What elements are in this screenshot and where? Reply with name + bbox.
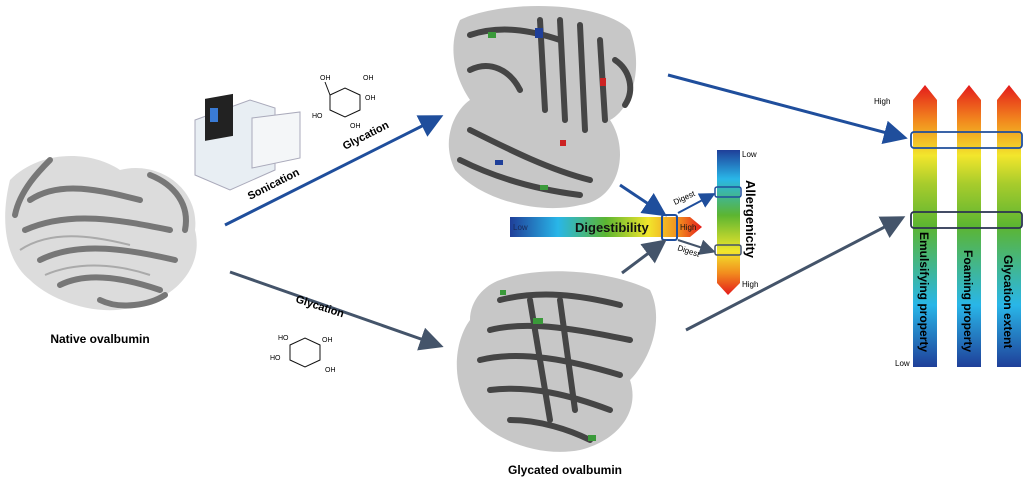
sugar-label: OH <box>365 95 376 102</box>
digestibility-low-label: Low <box>513 223 528 232</box>
sugar-label: HO <box>278 335 289 342</box>
sugar-label: HO <box>270 355 281 362</box>
arrow-to-properties-lower <box>685 216 906 332</box>
emulsifying-bar <box>913 85 937 367</box>
allergenicity-scale <box>714 150 742 295</box>
sonicated-glycated-ovalbumin-structure <box>448 6 637 209</box>
glycation-lower-label: Glycation <box>294 293 346 320</box>
glycated-ovalbumin-label: Glycated ovalbumin <box>508 463 622 477</box>
glycated-ovalbumin-structure <box>456 271 657 452</box>
properties-low-label: Low <box>895 359 910 368</box>
arrow-to-digestibility-lower <box>621 239 667 275</box>
glycation-extent-bar <box>997 85 1021 367</box>
emulsifying-label: Emulsifying property <box>917 232 931 352</box>
sugar-label: OH <box>325 367 336 374</box>
arrow-to-properties-upper <box>667 73 908 144</box>
glycation-upper-label: Glycation <box>341 119 391 153</box>
sonicator-icon <box>194 93 301 191</box>
sugar-label: OH <box>350 123 361 130</box>
native-ovalbumin-structure <box>5 156 197 311</box>
digestibility-marker <box>661 214 678 241</box>
foaming-label: Foaming property <box>961 250 975 352</box>
sugar-label: OH <box>322 337 333 344</box>
digest-arrow-upper <box>677 193 716 214</box>
allergenicity-high-label: High <box>742 280 758 289</box>
sugar-label: OH <box>363 75 374 82</box>
digestibility-high-label: High <box>680 223 696 232</box>
sugar-label: HO <box>312 113 323 120</box>
sonication-glycation-arrow <box>224 115 444 227</box>
glucose-structure-upper <box>324 81 361 118</box>
glycation-extent-label: Glycation extent <box>1001 255 1015 348</box>
glycation-arrow <box>229 270 444 351</box>
native-ovalbumin-label: Native ovalbumin <box>50 332 149 346</box>
sugar-label: OH <box>320 75 331 82</box>
glucose-structure-lower <box>289 337 321 368</box>
property-scales <box>910 85 1023 367</box>
allergenicity-marker-upper <box>714 186 742 198</box>
digest-arrow-lower <box>677 239 716 255</box>
digestibility-title: Digestibility <box>575 220 649 235</box>
digestibility-scale <box>510 214 702 241</box>
allergenicity-low-label: Low <box>742 150 757 159</box>
property-marker-upper <box>910 131 1023 149</box>
arrow-to-digestibility-upper <box>619 183 667 217</box>
allergenicity-marker-lower <box>714 244 742 256</box>
property-marker-lower <box>910 211 1023 229</box>
properties-high-label: High <box>874 97 890 106</box>
allergenicity-title: Allergenicity <box>743 180 758 259</box>
foaming-bar <box>957 85 981 367</box>
